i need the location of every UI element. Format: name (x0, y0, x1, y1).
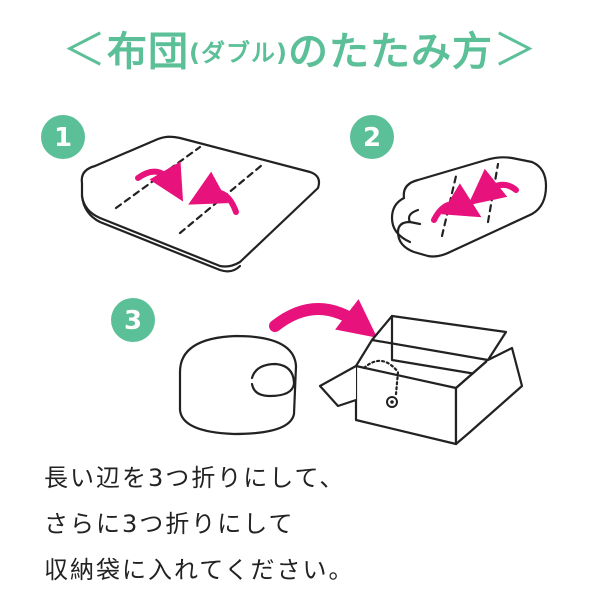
bag-left-flap (318, 364, 358, 408)
instruction-line-3: 収納袋に入れてください。 (44, 556, 355, 584)
step-2-futon-illustration (390, 156, 548, 258)
insert-arrow (269, 299, 378, 338)
fold-arrow-4 (467, 168, 519, 206)
step-3-badge: 3 (111, 298, 155, 342)
step-1-badge: 1 (41, 115, 85, 159)
folded-futon-body (396, 156, 548, 258)
folded-bundle-illustration (178, 334, 298, 436)
bag-back-panel (370, 314, 508, 362)
step-1-futon-illustration (80, 135, 321, 273)
instruction-line-2: さらに3つ折りにして (44, 510, 295, 538)
fold-line-1 (114, 145, 202, 210)
zipper-pull-icon (386, 396, 398, 408)
fold-arrow-1 (135, 161, 184, 202)
bag-right-flap (454, 346, 524, 446)
fold-line-2 (178, 163, 264, 235)
fold-arrow-3 (431, 183, 482, 223)
storage-bag-illustration (318, 314, 524, 446)
instructions-text: 長い辺を3つ折りにして、 さらに3つ折りにして 収納袋に入れてください。 (44, 455, 574, 593)
futon-top-face (80, 135, 321, 268)
step-1-number: 1 (54, 123, 72, 153)
bag-front (354, 364, 458, 446)
title-main-1: 布団 (107, 29, 190, 75)
futon-side-edge (80, 194, 242, 273)
title-paren-close: ) (276, 39, 288, 67)
left-chevron: ＜ (62, 25, 108, 76)
fold-line-3 (440, 174, 458, 238)
fold-arrow-2 (188, 171, 239, 215)
step-2-number: 2 (363, 123, 381, 153)
step-3-number: 3 (124, 306, 142, 336)
bag-rim (354, 338, 490, 390)
title-main-2: のたたみ方 (287, 29, 493, 75)
title-paren-open: ( (189, 39, 201, 67)
folded-futon-roll (390, 196, 412, 244)
bag-zipper (362, 359, 400, 396)
step-2-badge: 2 (350, 115, 394, 159)
right-chevron: ＞ (492, 25, 538, 76)
instruction-line-1: 長い辺を3つ折りにして、 (44, 464, 346, 492)
page-title: ＜布団(ダブル)のたたみ方＞ (0, 14, 600, 78)
bundle-roll (250, 362, 296, 398)
title-sub: ダブル (201, 39, 276, 67)
folded-futon-inner (407, 208, 420, 224)
